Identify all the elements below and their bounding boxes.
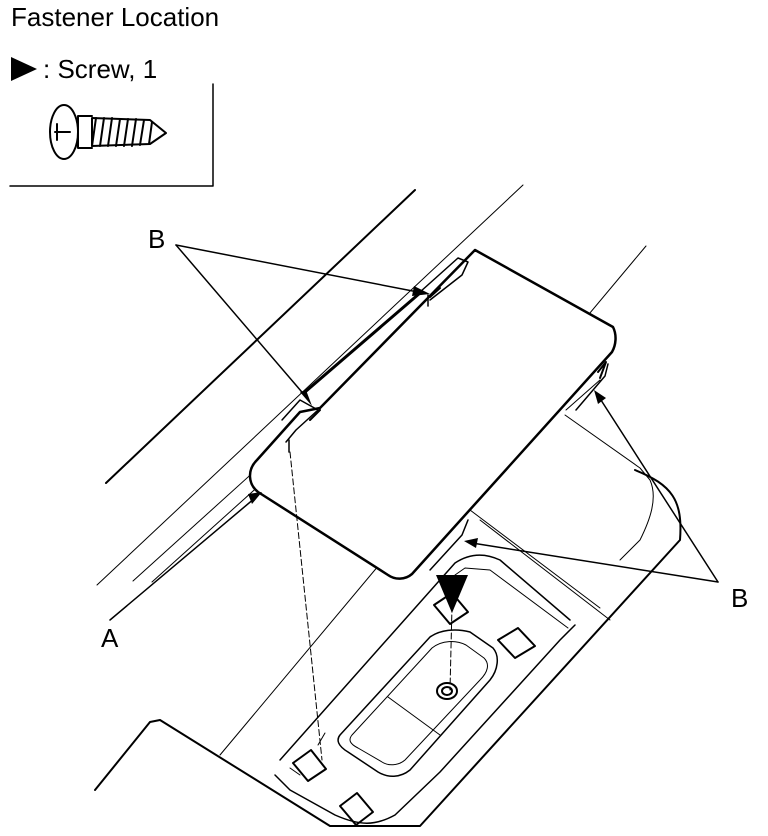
console-bezel xyxy=(94,414,682,827)
callout-leaders xyxy=(109,244,719,621)
screw-legend-box xyxy=(9,83,214,187)
callout-b-lower: B xyxy=(731,583,749,613)
alignment-lines xyxy=(289,451,453,761)
screw-marker-icon xyxy=(11,57,37,81)
lid-cover-a xyxy=(248,248,617,580)
fastener-legend: : Screw, 1 xyxy=(9,51,157,87)
pan-head-screw-icon xyxy=(49,104,167,160)
screw-location-marker xyxy=(436,575,468,613)
callout-arrowheads xyxy=(248,286,606,548)
diagram-title: Fastener Location xyxy=(11,2,220,32)
callout-a: A xyxy=(101,623,119,653)
callout-b-upper: B xyxy=(148,224,166,254)
legend-text: : Screw, 1 xyxy=(43,53,158,84)
